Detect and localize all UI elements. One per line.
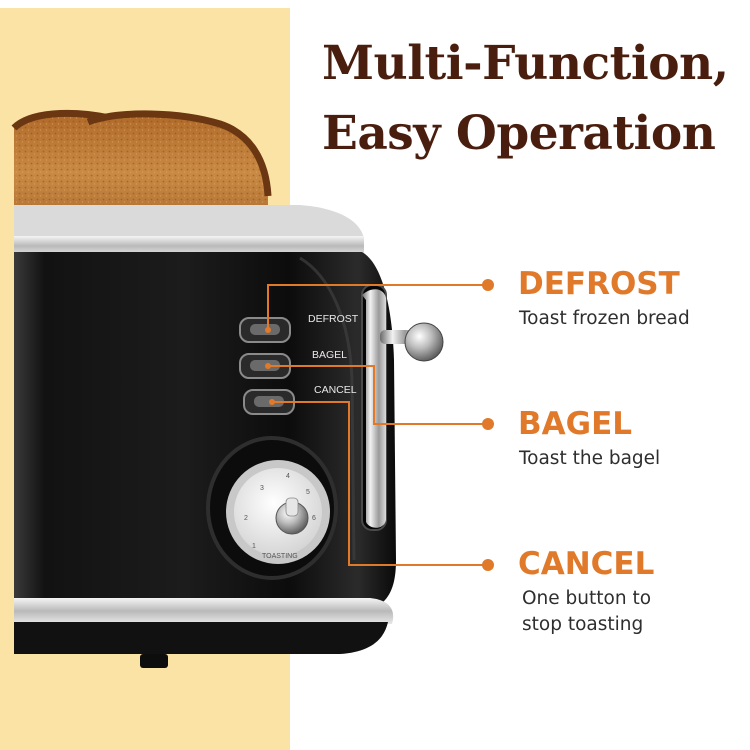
callout-lines [267,284,488,566]
lever-knob-icon[interactable] [404,322,444,362]
feature-desc-cancel-line-1: One button to [522,588,652,609]
cancel-panel-label: CANCEL [314,384,357,396]
dial-caption: TOASTING [262,553,298,560]
dial-number-5: 5 [306,489,310,496]
headline-line-1: Multi-Function, [322,36,729,91]
browning-dial[interactable]: 1 2 3 4 5 6 TOASTING [206,436,338,580]
dial-number-3: 3 [260,485,264,492]
feature-desc-cancel-line-2: stop toasting [522,614,644,635]
feature-desc-defrost: Toast frozen bread [519,308,690,329]
toaster-base-trim [14,598,394,624]
feature-desc-bagel: Toast the bagel [519,448,661,469]
headline-line-2: Easy Operation [322,106,716,161]
bagel-bullet-icon [482,418,494,430]
bagel-panel-label: BAGEL [312,349,347,361]
bagel-callout-dot-icon [265,363,271,369]
defrost-callout-line [267,284,488,330]
cancel-bullet-icon [482,559,494,571]
bagel-callout-line [268,365,488,425]
defrost-bullet-icon [482,279,494,291]
toaster-base [14,622,388,654]
cancel-callout-line [272,401,488,566]
defrost-callout-dot-icon [265,327,271,333]
toaster-foot [140,654,168,668]
dial-number-4: 4 [286,473,290,480]
feature-title-bagel: BAGEL [518,406,632,442]
dial-number-2: 2 [244,515,248,522]
dial-number-1: 1 [252,543,256,550]
feature-title-defrost: DEFROST [518,266,680,302]
dial-number-6: 6 [312,515,316,522]
feature-title-cancel: CANCEL [518,546,655,582]
defrost-panel-label: DEFROST [308,313,359,325]
cancel-callout-dot-icon [269,399,275,405]
